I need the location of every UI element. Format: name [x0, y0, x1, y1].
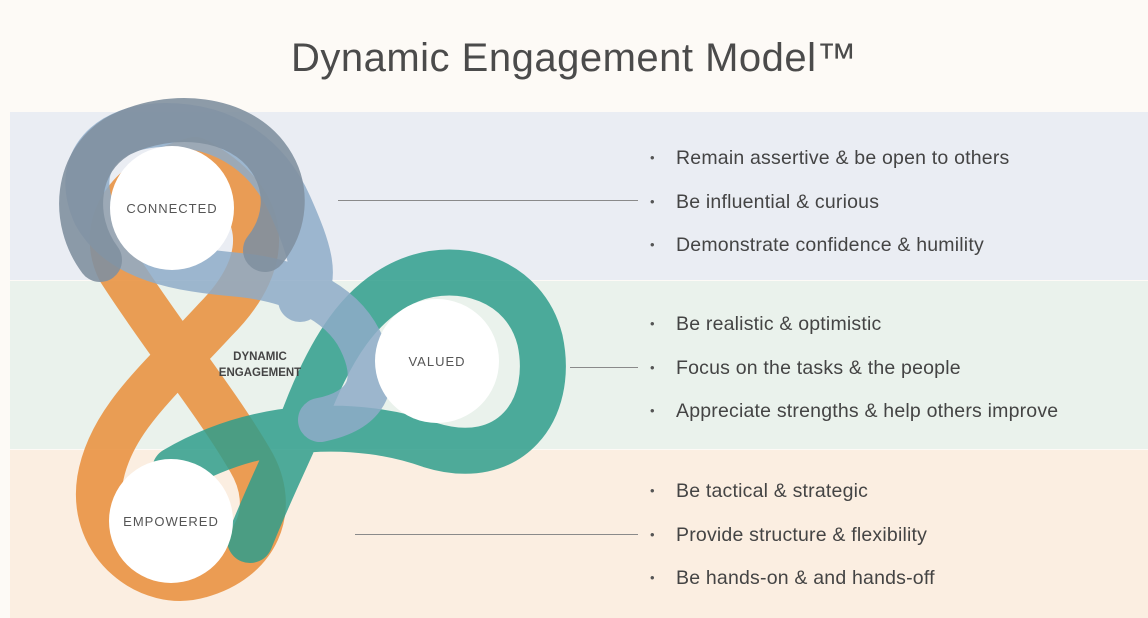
empowered-connector-line [355, 534, 638, 535]
list-item: Remain assertive & be open to others [650, 148, 1009, 192]
valued-bullet-list: Be realistic & optimistic Focus on the t… [650, 314, 1058, 445]
connected-loop-overlay [59, 98, 305, 282]
list-item: Demonstrate confidence & humility [650, 235, 1009, 279]
connected-bullet-list: Remain assertive & be open to others Be … [650, 148, 1009, 279]
list-item: Focus on the tasks & the people [650, 358, 1058, 402]
list-item: Be tactical & strategic [650, 481, 935, 525]
center-label-line1: DYNAMIC [233, 351, 287, 363]
list-item: Provide structure & flexibility [650, 525, 935, 569]
connected-label: CONNECTED [126, 201, 217, 216]
empowered-loop-center [109, 459, 233, 583]
valued-label: VALUED [408, 354, 465, 369]
empowered-bullet-list: Be tactical & strategic Provide structur… [650, 481, 935, 612]
empowered-label: EMPOWERED [123, 514, 219, 529]
list-item: Be influential & curious [650, 192, 1009, 236]
connected-loop-center [110, 146, 234, 270]
list-item: Be hands-on & and hands-off [650, 568, 935, 612]
valued-loop-center [375, 299, 499, 423]
connected-connector-line [338, 200, 638, 201]
list-item: Appreciate strengths & help others impro… [650, 401, 1058, 445]
center-label-line2: ENGAGEMENT [219, 367, 301, 379]
page-title: Dynamic Engagement Model™ [290, 36, 858, 80]
list-item: Be realistic & optimistic [650, 314, 1058, 358]
valued-connector-line [570, 367, 638, 368]
